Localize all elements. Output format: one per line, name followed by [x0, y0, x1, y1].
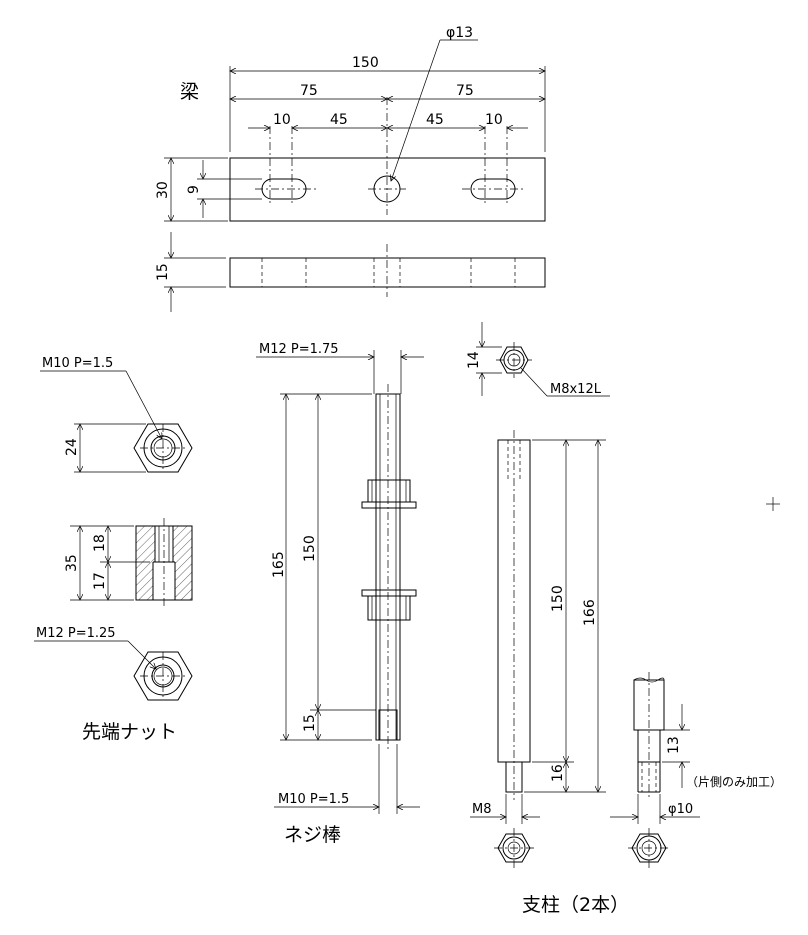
- dim-beam-half-right: 75: [456, 83, 474, 99]
- dim-rod-tip: 15: [302, 714, 318, 732]
- dim-beam-height: 30: [155, 181, 171, 199]
- post-drawing: 14 M8x12L 150 166 16 M8: [466, 322, 782, 916]
- beam-top-view: [229, 157, 546, 222]
- tip-nut-thread-top: M10 P=1.5: [42, 356, 113, 371]
- dim-pitch-right: 45: [426, 112, 444, 128]
- rod-upper-washer: [361, 501, 417, 509]
- dim-post-thread: 150: [550, 585, 566, 612]
- rod-upper-nut: [367, 479, 411, 503]
- dim-nut-across-flats: 24: [64, 438, 80, 456]
- tip-nut-title: 先端ナット: [82, 721, 177, 743]
- dim-rod-overall: 165: [271, 551, 287, 578]
- post-stub: [505, 761, 523, 793]
- dim-nut-upper: 18: [92, 534, 108, 552]
- tip-nut-thread-bottom: M12 P=1.25: [36, 626, 116, 641]
- registration-mark: [766, 497, 780, 511]
- dim-slot-left: 10: [273, 112, 291, 128]
- dim-beam-thickness: 15: [155, 263, 171, 281]
- tip-nut-top-hex: [133, 423, 193, 473]
- dim-pitch-left: 45: [330, 112, 348, 128]
- dim-slot-width: 9: [186, 185, 202, 194]
- rod-lower-washer: [361, 589, 417, 597]
- beam-hole-callout: φ13: [446, 25, 473, 41]
- post-stub-thread: M8: [472, 802, 492, 817]
- dim-slot-right: 10: [485, 112, 503, 128]
- tip-nut-drawing: M10 P=1.5 24 35 18 17: [34, 356, 193, 743]
- dim-nut-height: 35: [64, 554, 80, 572]
- beam-right-slot: [470, 178, 516, 200]
- rod-thread-bottom: M10 P=1.5: [278, 792, 349, 807]
- dim-post-stub: 16: [550, 764, 566, 782]
- threaded-rod-drawing: M12 P=1.75 165 150 15 M10 P=1.5: [256, 342, 424, 846]
- dim-detail-length: 13: [666, 736, 682, 754]
- dim-nut-lower: 17: [92, 572, 108, 590]
- dim-rod-thread: 150: [302, 535, 318, 562]
- post-detail-dia: φ10: [668, 802, 693, 817]
- rod-title: ネジ棒: [284, 824, 341, 846]
- dim-post-head: 14: [466, 351, 482, 369]
- dim-beam-half-left: 75: [300, 83, 318, 99]
- rod-lower-nut: [367, 595, 411, 621]
- post-detail-note: （片側のみ加工）: [686, 775, 782, 789]
- tip-nut-bottom-hex: [133, 651, 193, 701]
- post-title: 支柱（2本）: [522, 894, 629, 916]
- post-detail-bore: [637, 729, 661, 763]
- beam-drawing: 梁 150 75 75 10 45 45 10: [155, 25, 545, 312]
- beam-title: 梁: [180, 81, 199, 103]
- dim-beam-total: 150: [352, 55, 379, 71]
- dim-post-overall: 166: [582, 599, 598, 626]
- rod-tip: [378, 709, 398, 741]
- post-bolt-callout: M8x12L: [550, 382, 602, 397]
- beam-front-view: [229, 257, 546, 288]
- rod-thread-top: M12 P=1.75: [259, 342, 339, 357]
